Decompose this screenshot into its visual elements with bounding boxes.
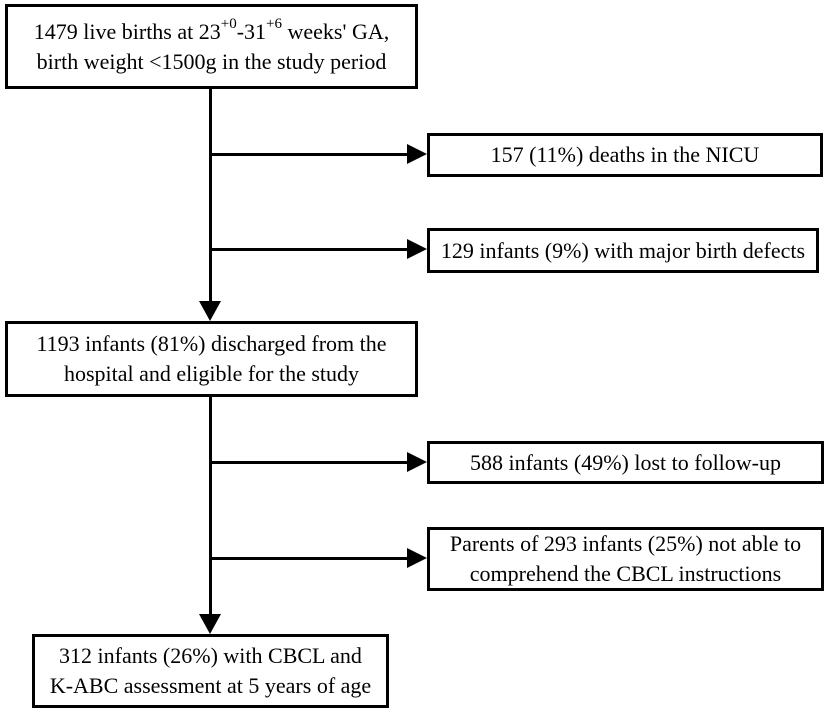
connector-branch-birth-defects: [209, 248, 407, 251]
assessed-line1: 312 infants (26%) with CBCL and: [59, 643, 362, 668]
nicu-deaths-text: 157 (11%) deaths in the NICU: [490, 142, 760, 167]
box-live-births: 1479 live births at 23+0-31+6 weeks' GA,…: [5, 4, 418, 89]
arrow-down-icon: [199, 301, 221, 321]
live-births-line1-suffix: weeks' GA,: [282, 18, 390, 44]
ga-superscript-low: +0: [220, 16, 237, 33]
discharged-line2: hospital and eligible for the study: [63, 361, 360, 386]
connector-branch-cbcl-unable: [209, 557, 407, 560]
arrow-right-icon: [407, 239, 427, 259]
live-births-line2: birth weight <1500g in the study period: [36, 48, 387, 74]
lost-followup-text: 588 infants (49%) lost to follow-up: [469, 449, 782, 475]
connector-vertical-1: [209, 89, 212, 301]
cbcl-unable-line2: comprehend the CBCL instructions: [469, 561, 782, 586]
arrow-right-icon: [407, 548, 427, 568]
connector-branch-nicu-deaths: [209, 153, 407, 156]
cbcl-unable-line1: Parents of 293 infants (25%) not able to: [449, 531, 802, 556]
arrow-right-icon: [407, 452, 427, 472]
box-lost-followup: 588 infants (49%) lost to follow-up: [427, 441, 824, 484]
arrow-right-icon: [407, 144, 427, 164]
connector-branch-lost-followup: [209, 461, 407, 464]
box-nicu-deaths: 157 (11%) deaths in the NICU: [427, 133, 823, 177]
arrow-down-icon: [199, 614, 221, 634]
box-birth-defects: 129 infants (9%) with major birth defect…: [427, 228, 819, 273]
live-births-line1-mid: -31: [236, 18, 267, 44]
live-births-line1: 1479 live births at 23+0-31+6 weeks' GA,: [34, 17, 389, 47]
assessed-line2: K-ABC assessment at 5 years of age: [49, 673, 372, 698]
box-discharged: 1193 infants (81%) discharged from the h…: [5, 321, 418, 397]
birth-defects-text: 129 infants (9%) with major birth defect…: [440, 237, 806, 263]
live-births-line1-prefix: 1479 live births at 23: [33, 18, 221, 44]
box-cbcl-unable: Parents of 293 infants (25%) not able to…: [427, 527, 824, 591]
connector-vertical-2: [209, 397, 212, 614]
discharged-line1: 1193 infants (81%) discharged from the: [36, 331, 387, 356]
ga-superscript-high: +6: [266, 16, 283, 33]
box-assessed: 312 infants (26%) with CBCL and K-ABC as…: [32, 634, 389, 708]
